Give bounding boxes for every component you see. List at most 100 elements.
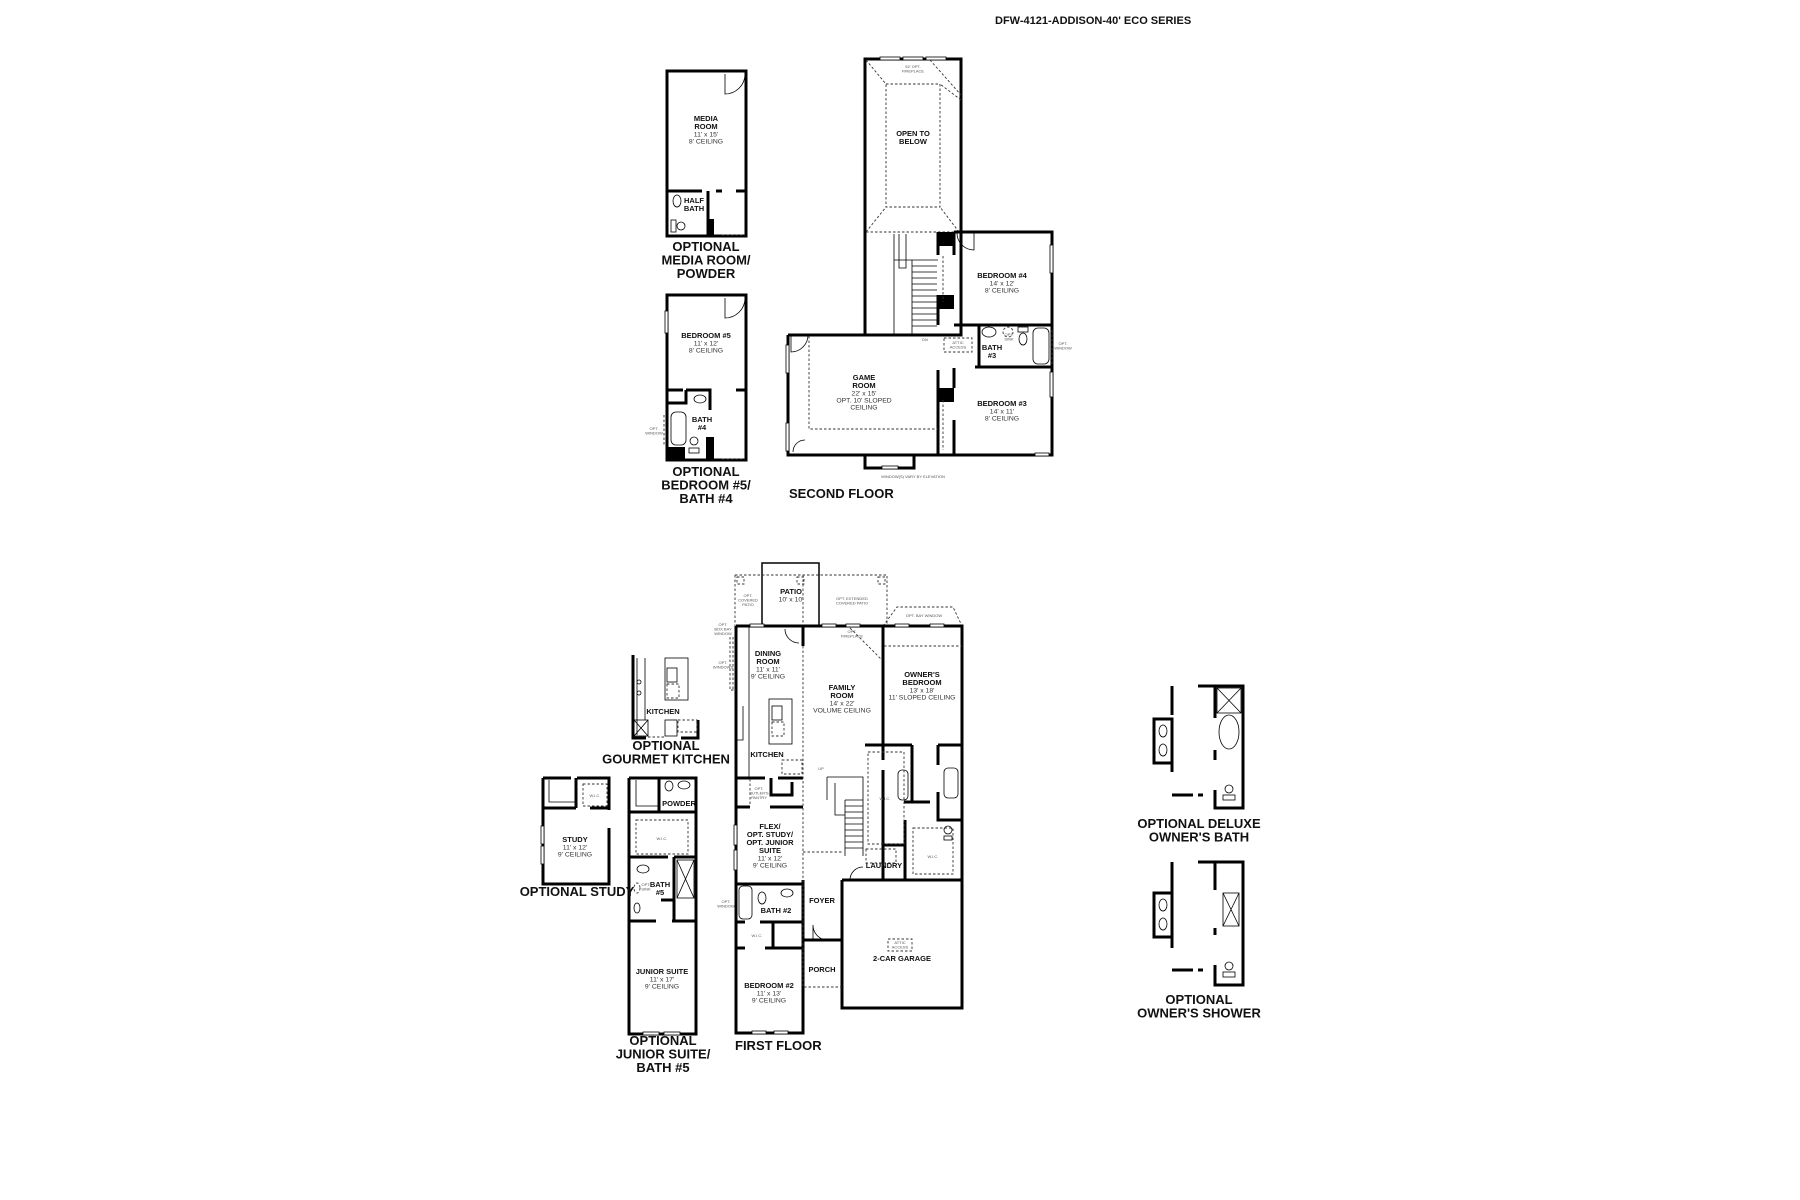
note-wic-owner2: W.I.C. — [928, 854, 939, 859]
option-label-media: MEDIA ROOM/ — [661, 253, 750, 268]
second-floor-label: SECOND FLOOR — [789, 486, 894, 501]
room-name-open-to-below: BELOW — [899, 137, 928, 146]
room-name-gourmet-kitchen: KITCHEN — [646, 707, 679, 716]
room-detail-game-room: OPT. 10' SLOPED — [836, 398, 891, 405]
room-detail-bedroom3: 14' x 11' — [990, 409, 1014, 416]
note-fireplace2: 52' OPT. — [905, 64, 920, 69]
note-ext-patio: OPT. EXTENDED — [836, 596, 868, 601]
plan-title: DFW-4121-ADDISON-40' ECO SERIES — [995, 15, 1191, 27]
room-name-flex: SUITE — [759, 846, 781, 855]
room-detail-family: VOLUME CEILING — [813, 708, 871, 715]
room-name-study: STUDY — [562, 835, 587, 844]
room-name-game-room: ROOM — [852, 381, 875, 390]
room-name-porch: PORCH — [808, 965, 835, 974]
note-box-bay: WINDOW — [714, 631, 732, 636]
room-name-bath3: BATH — [982, 343, 1002, 352]
note-opt-sink5: SINK — [641, 887, 651, 892]
room-detail-family: 14' x 22' — [830, 701, 855, 708]
room-detail-flex: 9' CEILING — [753, 863, 787, 870]
room-name-flex: OPT. STUDY/ — [747, 830, 794, 839]
room-detail-game-room: 22' x 15' — [852, 391, 877, 398]
room-detail-bedroom4: 8' CEILING — [985, 288, 1019, 295]
note-opt-fireplace: FIREPLACE — [841, 634, 864, 639]
room-name-bath3: #3 — [988, 351, 996, 360]
note-wic-junior: W.I.C. — [657, 836, 668, 841]
option-label-bed5: BATH #4 — [679, 491, 733, 506]
note-fireplace2: FIREPLACE — [902, 69, 925, 74]
option-label-media: OPTIONAL — [672, 239, 739, 254]
option-label-bed5: OPTIONAL — [672, 464, 739, 479]
note-bay-window: OPT. BAY WINDOW — [906, 613, 943, 618]
room-name-half-bath: BATH — [684, 204, 704, 213]
note-covered-patio: PATIO — [742, 602, 753, 607]
note-covered-patio: COVERED — [738, 598, 758, 603]
room-name-family: FAMILY — [829, 683, 856, 692]
note-wic-owner1: W.I.C. — [880, 796, 891, 801]
note-up: UP — [818, 766, 824, 771]
room-name-bedroom2: BEDROOM #2 — [744, 981, 794, 990]
room-detail-owners: 11' SLOPED CEILING — [889, 695, 956, 702]
room-detail-patio: 10' x 10' — [779, 597, 804, 604]
option-label-junior: OPTIONAL — [629, 1033, 696, 1048]
note-opt-sink5: OPT. — [642, 882, 651, 887]
room-name-bath4: #4 — [698, 423, 707, 432]
note-attic1: ATTIC — [894, 940, 905, 945]
room-detail-dining: 11' x 11' — [756, 667, 780, 674]
room-detail-bedroom2: 11' x 13' — [757, 991, 781, 998]
note-box-bay: BOX BAY — [714, 627, 732, 632]
note-butlers: PANTRY — [751, 795, 767, 800]
note-wic-study: W.I.C. — [590, 793, 601, 798]
option-label-gourmet: GOURMET KITCHEN — [602, 752, 730, 767]
room-detail-owners: 13' x 18' — [910, 688, 935, 695]
note-attic2: ACCESS — [950, 345, 967, 350]
optional-study-plan — [540, 776, 611, 886]
room-name-owners: BEDROOM — [902, 678, 941, 687]
room-detail-dining: 9' CEILING — [751, 674, 785, 681]
room-name-bath2: BATH #2 — [761, 906, 792, 915]
room-name-bath4: BATH — [692, 415, 712, 424]
room-detail-bedroom3: 8' CEILING — [985, 416, 1019, 423]
room-detail-junior-suite: 9' CEILING — [645, 984, 679, 991]
option-label-gourmet: OPTIONAL — [632, 738, 699, 753]
optional-bedroom5-plan — [663, 293, 748, 462]
room-name-foyer: FOYER — [809, 896, 835, 905]
note-covered-patio: OPT. — [744, 593, 753, 598]
room-detail-media-room: 8' CEILING — [689, 139, 723, 146]
room-name-kitchen: KITCHEN — [750, 750, 783, 759]
room-detail-junior-suite: 11' x 17' — [650, 977, 674, 984]
note-opt-window4: OPT. — [650, 426, 659, 431]
room-name-powder: POWDER — [662, 799, 696, 808]
room-detail-flex: 11' x 12' — [758, 856, 782, 863]
optional-deluxe-owners-bath-plan — [1152, 684, 1245, 810]
option-label-junior: BATH #5 — [636, 1060, 689, 1075]
note-opt-window4: WINDOW — [645, 431, 663, 436]
room-name-garage: 2-CAR GARAGE — [873, 954, 931, 963]
room-name-flex: OPT. JUNIOR — [746, 838, 794, 847]
room-detail-bedroom5: 8' CEILING — [689, 348, 723, 355]
note-opt-fireplace: OPT. — [848, 629, 857, 634]
room-name-bath5: BATH — [650, 880, 670, 889]
room-name-bedroom4: BEDROOM #4 — [977, 271, 1027, 280]
option-label-deluxe: OWNER'S BATH — [1149, 830, 1249, 845]
note-opt-sink3: OPT. — [1005, 332, 1014, 337]
room-name-owners: OWNER'S — [904, 670, 940, 679]
room-detail-bedroom4: 14' x 12' — [990, 281, 1015, 288]
note-opt-window2: OPT. — [722, 899, 731, 904]
room-detail-game-room: CEILING — [850, 405, 877, 412]
note-attic1: ACCESS — [892, 945, 909, 950]
room-name-media-room: MEDIA — [694, 114, 719, 123]
room-name-junior-suite: JUNIOR SUITE — [636, 967, 689, 976]
note-opt-window3: OPT. — [1059, 341, 1068, 346]
room-name-game-room: GAME — [853, 373, 876, 382]
note-opt-windows: WINDOWS — [713, 665, 734, 670]
room-name-half-bath: HALF — [684, 196, 704, 205]
optional-gourmet-kitchen-plan — [631, 655, 700, 740]
room-name-dining: DINING — [755, 649, 781, 658]
room-detail-study: 11' x 12' — [563, 845, 587, 852]
note-attic2: ATTIC — [952, 340, 963, 345]
option-label-deluxe: OPTIONAL DELUXE — [1137, 816, 1261, 831]
note-opt-window2: WINDOW — [717, 904, 735, 909]
note-windows-vary: WINDOW(S) VARY BY ELEVATION — [881, 474, 945, 479]
